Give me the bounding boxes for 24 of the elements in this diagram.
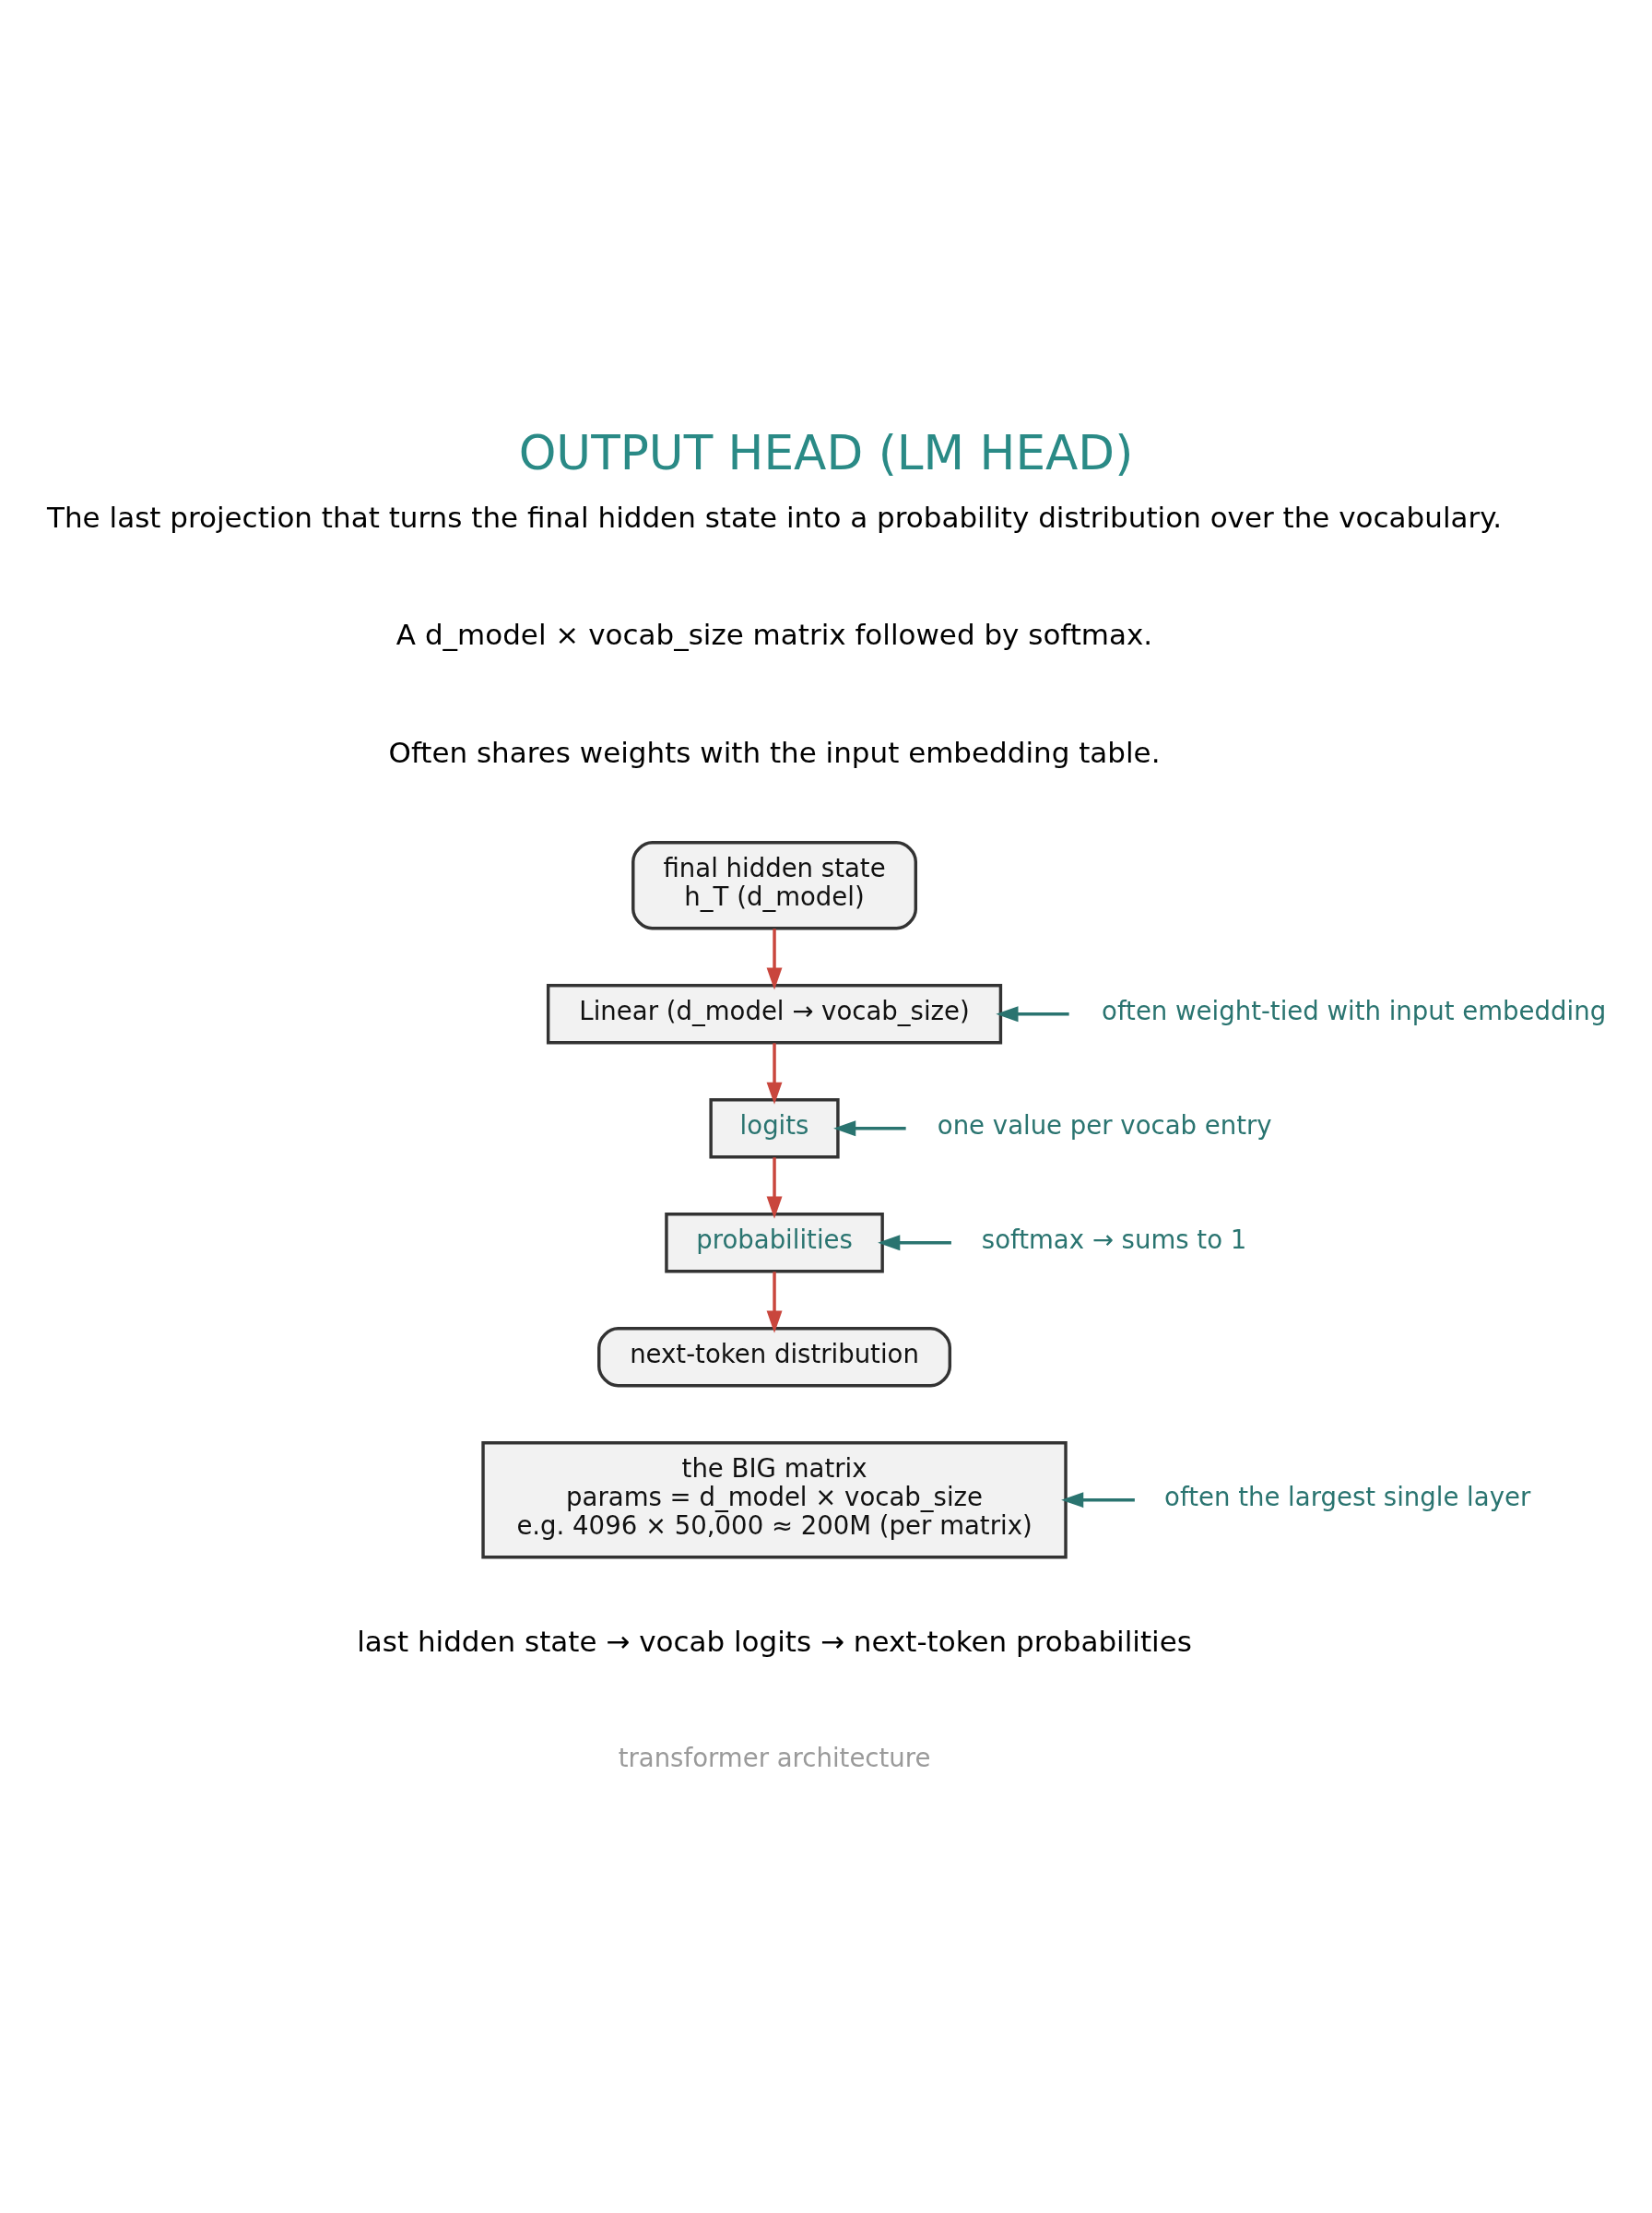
node-text: often weight-tied with input embedding bbox=[1102, 995, 1607, 1025]
arrow bbox=[878, 1234, 951, 1250]
arrow bbox=[766, 928, 783, 990]
node-text: often the largest single layer bbox=[1164, 1481, 1531, 1511]
node-text: one value per vocab entry bbox=[937, 1109, 1272, 1140]
node-box: the BIG matrix params = d_model × vocab_size e.g. 4096 × 50,000 ≈ 200M (per matrix) bbox=[481, 1440, 1068, 1558]
label: transformer architecture bbox=[618, 1742, 931, 1772]
arrow bbox=[1061, 1491, 1135, 1508]
arrow bbox=[833, 1119, 906, 1136]
arrow bbox=[996, 1005, 1069, 1022]
arrow bbox=[766, 1042, 783, 1105]
arrow bbox=[766, 1156, 783, 1219]
label: A d_model × vocab_size matrix followed by softmax. bbox=[395, 617, 1153, 651]
arrow bbox=[766, 1271, 783, 1333]
node-box: logits bbox=[709, 1097, 840, 1158]
label: The last projection that turns the final hidden state into a probability distribution over the vocabulary. bbox=[47, 500, 1502, 534]
node-box: next-token distribution bbox=[597, 1326, 952, 1387]
caption: last hidden state → vocab logits → next-token probabilities bbox=[357, 1624, 1192, 1658]
node-box: Linear (d_model → vocab_size) bbox=[546, 983, 1003, 1044]
label: Often shares weights with the input embedding table. bbox=[388, 735, 1161, 769]
diagram-title: OUTPUT HEAD (LM HEAD) bbox=[518, 424, 1134, 480]
node-box: probabilities bbox=[665, 1212, 884, 1272]
node-text: softmax → sums to 1 bbox=[981, 1224, 1247, 1254]
node-box: final hidden state h_T (d_model) bbox=[631, 840, 917, 929]
